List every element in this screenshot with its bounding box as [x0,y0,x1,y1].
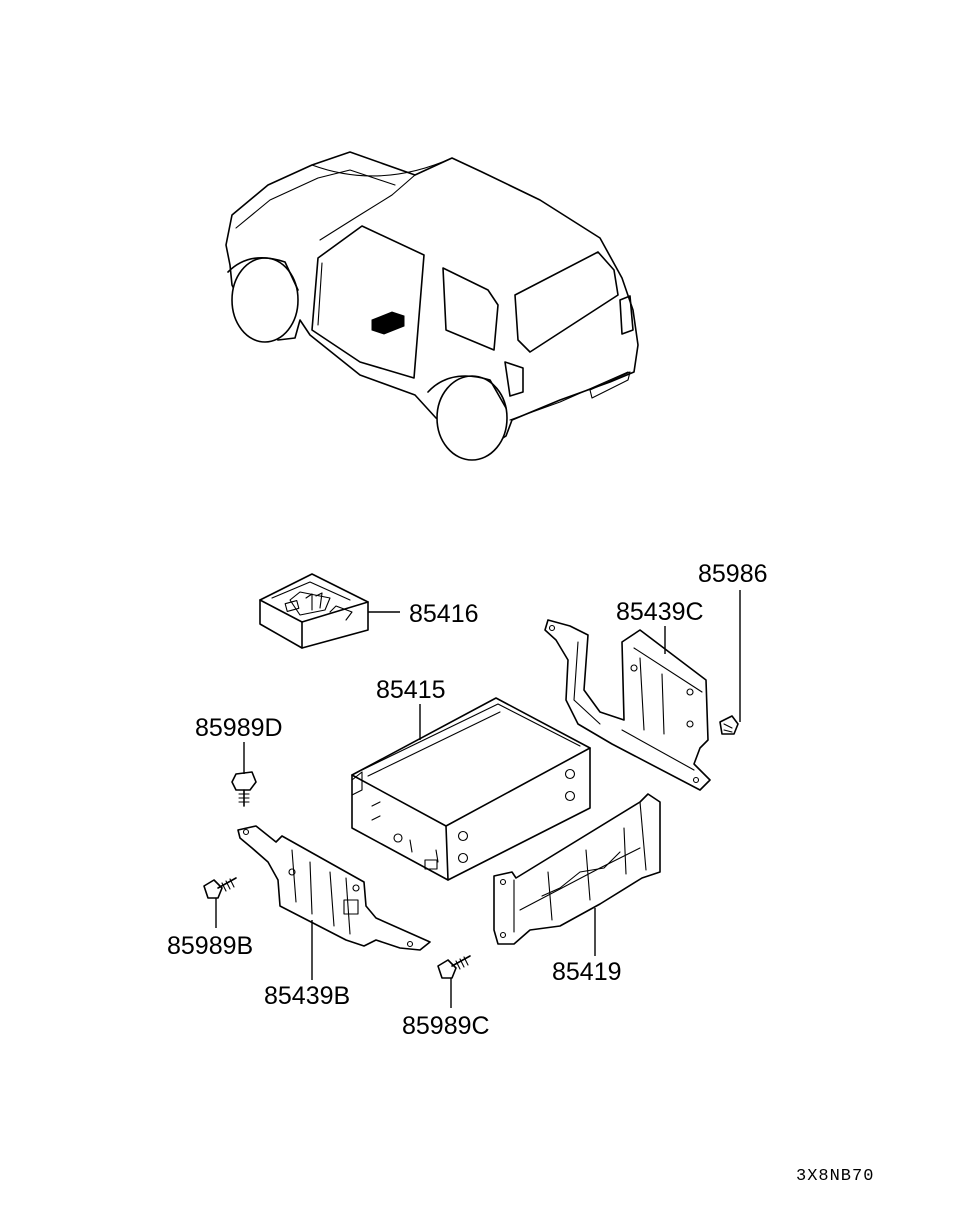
part-85986-clip [719,715,739,735]
label-85419: 85419 [552,958,622,986]
bolt-85989D [231,771,257,807]
part-85415-unit [351,697,591,881]
rear-wheel [436,375,508,461]
installed-unit-marker [371,311,405,335]
label-85439C: 85439C [616,598,704,626]
label-85415: 85415 [376,676,446,704]
part-85439B-bracket [237,825,431,951]
part-85419-bracket [493,793,661,945]
label-85989B: 85989B [167,932,253,960]
label-85989D: 85989D [195,714,283,742]
diagram-code: 3X8NB70 [796,1167,874,1186]
front-wheel [231,257,299,343]
part-85439C-bracket [544,619,711,791]
part-85416-cover [259,573,369,649]
leader-lines [215,590,741,1008]
label-85986: 85986 [698,560,768,588]
label-85989C: 85989C [402,1012,490,1040]
label-85439B: 85439B [264,982,350,1010]
bolt-85989B [203,877,237,899]
label-85416: 85416 [409,600,479,628]
bolt-85989C [437,955,471,979]
vehicle-illustration [225,151,639,461]
